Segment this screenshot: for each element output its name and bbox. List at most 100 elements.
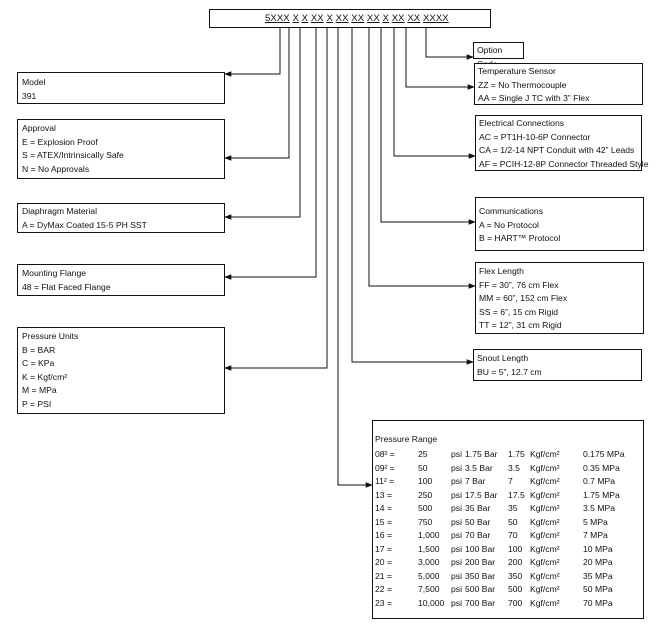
pressure-units-line: P = PSI	[22, 398, 52, 409]
line-pressure-units	[224, 28, 328, 371]
pressure-range-cell-psi-u: psi	[451, 570, 462, 581]
diaphragm-line: A = DyMax Coated 15-5 PH SST	[22, 219, 147, 230]
code-seg-approval: X	[292, 13, 299, 24]
pressure-range-cell-code: 17 =	[375, 543, 392, 554]
pressure-range-cell-kgf: 200	[508, 557, 523, 567]
pressure-range-cell-psi: 3,000	[418, 557, 440, 567]
pressure-range-cell-bar: 700 Bar	[465, 597, 496, 608]
pressure-range-cell-code: 11² =	[375, 476, 395, 486]
pressure-range-cell-bar: 7 Bar	[465, 476, 486, 486]
approval-line: S = ATEX/Intrinsically Safe	[22, 150, 124, 161]
pressure-range-cell-kgf: 35	[508, 503, 518, 513]
pressure-range-cell-mpa: 20 MPa	[583, 557, 613, 567]
pressure-range-title: Pressure Range	[375, 434, 438, 444]
pressure-range-cell-psi-u: psi	[451, 462, 462, 473]
electrical-title: Electrical Connections	[479, 118, 565, 128]
approval-box: Approval E = Explosion Proof S = ATEX/In…	[17, 119, 225, 179]
pressure-range-cell-kgf-u: Kgf/cm²	[530, 530, 560, 540]
code-seg-elec: XX	[391, 13, 405, 24]
electrical-line: AF = PCIH-12-8P Connector Threaded Style	[479, 158, 649, 169]
line-communications	[380, 28, 476, 225]
line-approval	[224, 28, 290, 161]
temp-sensor-box: Temperature Sensor ZZ = No Thermocouple …	[474, 63, 643, 105]
pressure-range-cell-kgf: 1.75	[508, 449, 525, 459]
pressure-range-cell-bar: 100 Bar	[465, 543, 496, 554]
pressure-range-cell-psi-u: psi	[451, 557, 462, 567]
pressure-range-cell-kgf-u: Kgf/cm²	[530, 503, 560, 513]
pressure-range-cell-mpa: 35 MPa	[583, 570, 613, 581]
line-diaphragm	[224, 28, 301, 220]
flange-line: 48 = Flat Faced Flange	[22, 281, 111, 292]
pressure-range-cell-psi-u: psi	[451, 530, 462, 540]
snout-length-title: Snout Length	[477, 353, 529, 363]
line-electrical	[393, 28, 476, 159]
pressure-range-cell-bar: 1.75 Bar	[465, 449, 498, 459]
pressure-range-cell-mpa: 5 MPa	[583, 516, 608, 527]
line-pressure-range	[337, 28, 373, 488]
pressure-range-cell-kgf: 500	[508, 584, 523, 594]
pressure-range-cell-code: 13 =	[375, 489, 392, 500]
pressure-range-cell-code: 16 =	[375, 530, 392, 540]
pressure-range-cell-kgf: 700	[508, 597, 523, 608]
pressure-range-cell-psi: 500	[418, 503, 433, 513]
pressure-range-cell-mpa: 1.75 MPa	[583, 489, 620, 500]
pressure-range-cell-psi-u: psi	[451, 489, 462, 500]
flange-box: Mounting Flange 48 = Flat Faced Flange	[17, 264, 225, 296]
pressure-range-cell-kgf-u: Kgf/cm²	[530, 489, 560, 500]
pressure-range-cell-psi: 10,000	[418, 597, 445, 608]
pressure-units-line: B = BAR	[22, 344, 56, 355]
pressure-range-cell-psi: 250	[418, 489, 433, 500]
pressure-range-cell-kgf-u: Kgf/cm²	[530, 462, 560, 473]
line-option	[425, 28, 474, 60]
pressure-range-cell-kgf-u: Kgf/cm²	[530, 476, 560, 486]
pressure-range-cell-mpa: 0.175 MPa	[583, 449, 625, 459]
pressure-range-cell-code: 21 =	[375, 570, 392, 581]
line-model	[224, 28, 281, 77]
pressure-range-cell-mpa: 0.35 MPa	[583, 462, 620, 473]
pressure-range-cell-mpa: 7 MPa	[583, 530, 608, 540]
option-code-box: Option Code	[473, 42, 524, 69]
diaphragm-box: Diaphragm Material A = DyMax Coated 15-5…	[17, 203, 225, 233]
flex-length-line: MM = 60”, 152 cm Flex	[479, 293, 568, 304]
pressure-range-cell-bar: 200 Bar	[465, 557, 496, 567]
pressure-range-cell-code: 08² =	[375, 449, 395, 459]
pressure-range-cell-psi: 100	[418, 476, 433, 486]
communications-line: A = No Protocol	[479, 219, 539, 230]
code-seg-diaphragm: X	[301, 13, 309, 24]
code-seg-units: X	[326, 13, 333, 24]
snout-length-box: Snout Length BU = 5”, 12.7 cm	[473, 349, 642, 381]
code-seg-flex: XX	[366, 13, 380, 24]
pressure-range-cell-bar: 50 Bar	[465, 516, 491, 527]
temp-sensor-line: ZZ = No Thermocouple	[478, 79, 567, 90]
pressure-range-cell-bar: 70 Bar	[465, 530, 491, 540]
flex-length-box: Flex Length FF = 30”, 76 cm Flex MM = 60…	[475, 262, 644, 334]
pressure-range-cell-psi-u: psi	[451, 597, 462, 608]
diaphragm-title: Diaphragm Material	[22, 206, 97, 216]
pressure-range-cell-psi-u: psi	[451, 516, 462, 527]
pressure-range-cell-psi-u: psi	[451, 584, 462, 594]
pressure-range-cell-code: 20 =	[375, 557, 392, 567]
snout-length-line: BU = 5”, 12.7 cm	[477, 366, 542, 377]
pressure-units-line: M = MPa	[22, 385, 57, 396]
pressure-range-cell-mpa: 0.7 MPa	[583, 476, 616, 486]
pressure-range-cell-psi-u: psi	[451, 543, 462, 554]
code-seg-option: XXXX	[422, 13, 449, 24]
pressure-range-cell-kgf-u: Kgf/cm²	[530, 570, 560, 581]
code-seg-comm: X	[382, 13, 389, 24]
pressure-range-cell-psi: 5,000	[418, 570, 440, 581]
pressure-range-cell-kgf: 100	[508, 543, 523, 554]
code-seg-flange: XX	[310, 13, 324, 24]
code-seg-temp: XX	[407, 13, 421, 24]
pressure-range-cell-psi: 750	[418, 516, 433, 527]
model-box: Model 391	[17, 72, 225, 104]
pressure-range-cell-code: 14 =	[375, 503, 392, 513]
pressure-range-cell-kgf: 50	[508, 516, 518, 527]
